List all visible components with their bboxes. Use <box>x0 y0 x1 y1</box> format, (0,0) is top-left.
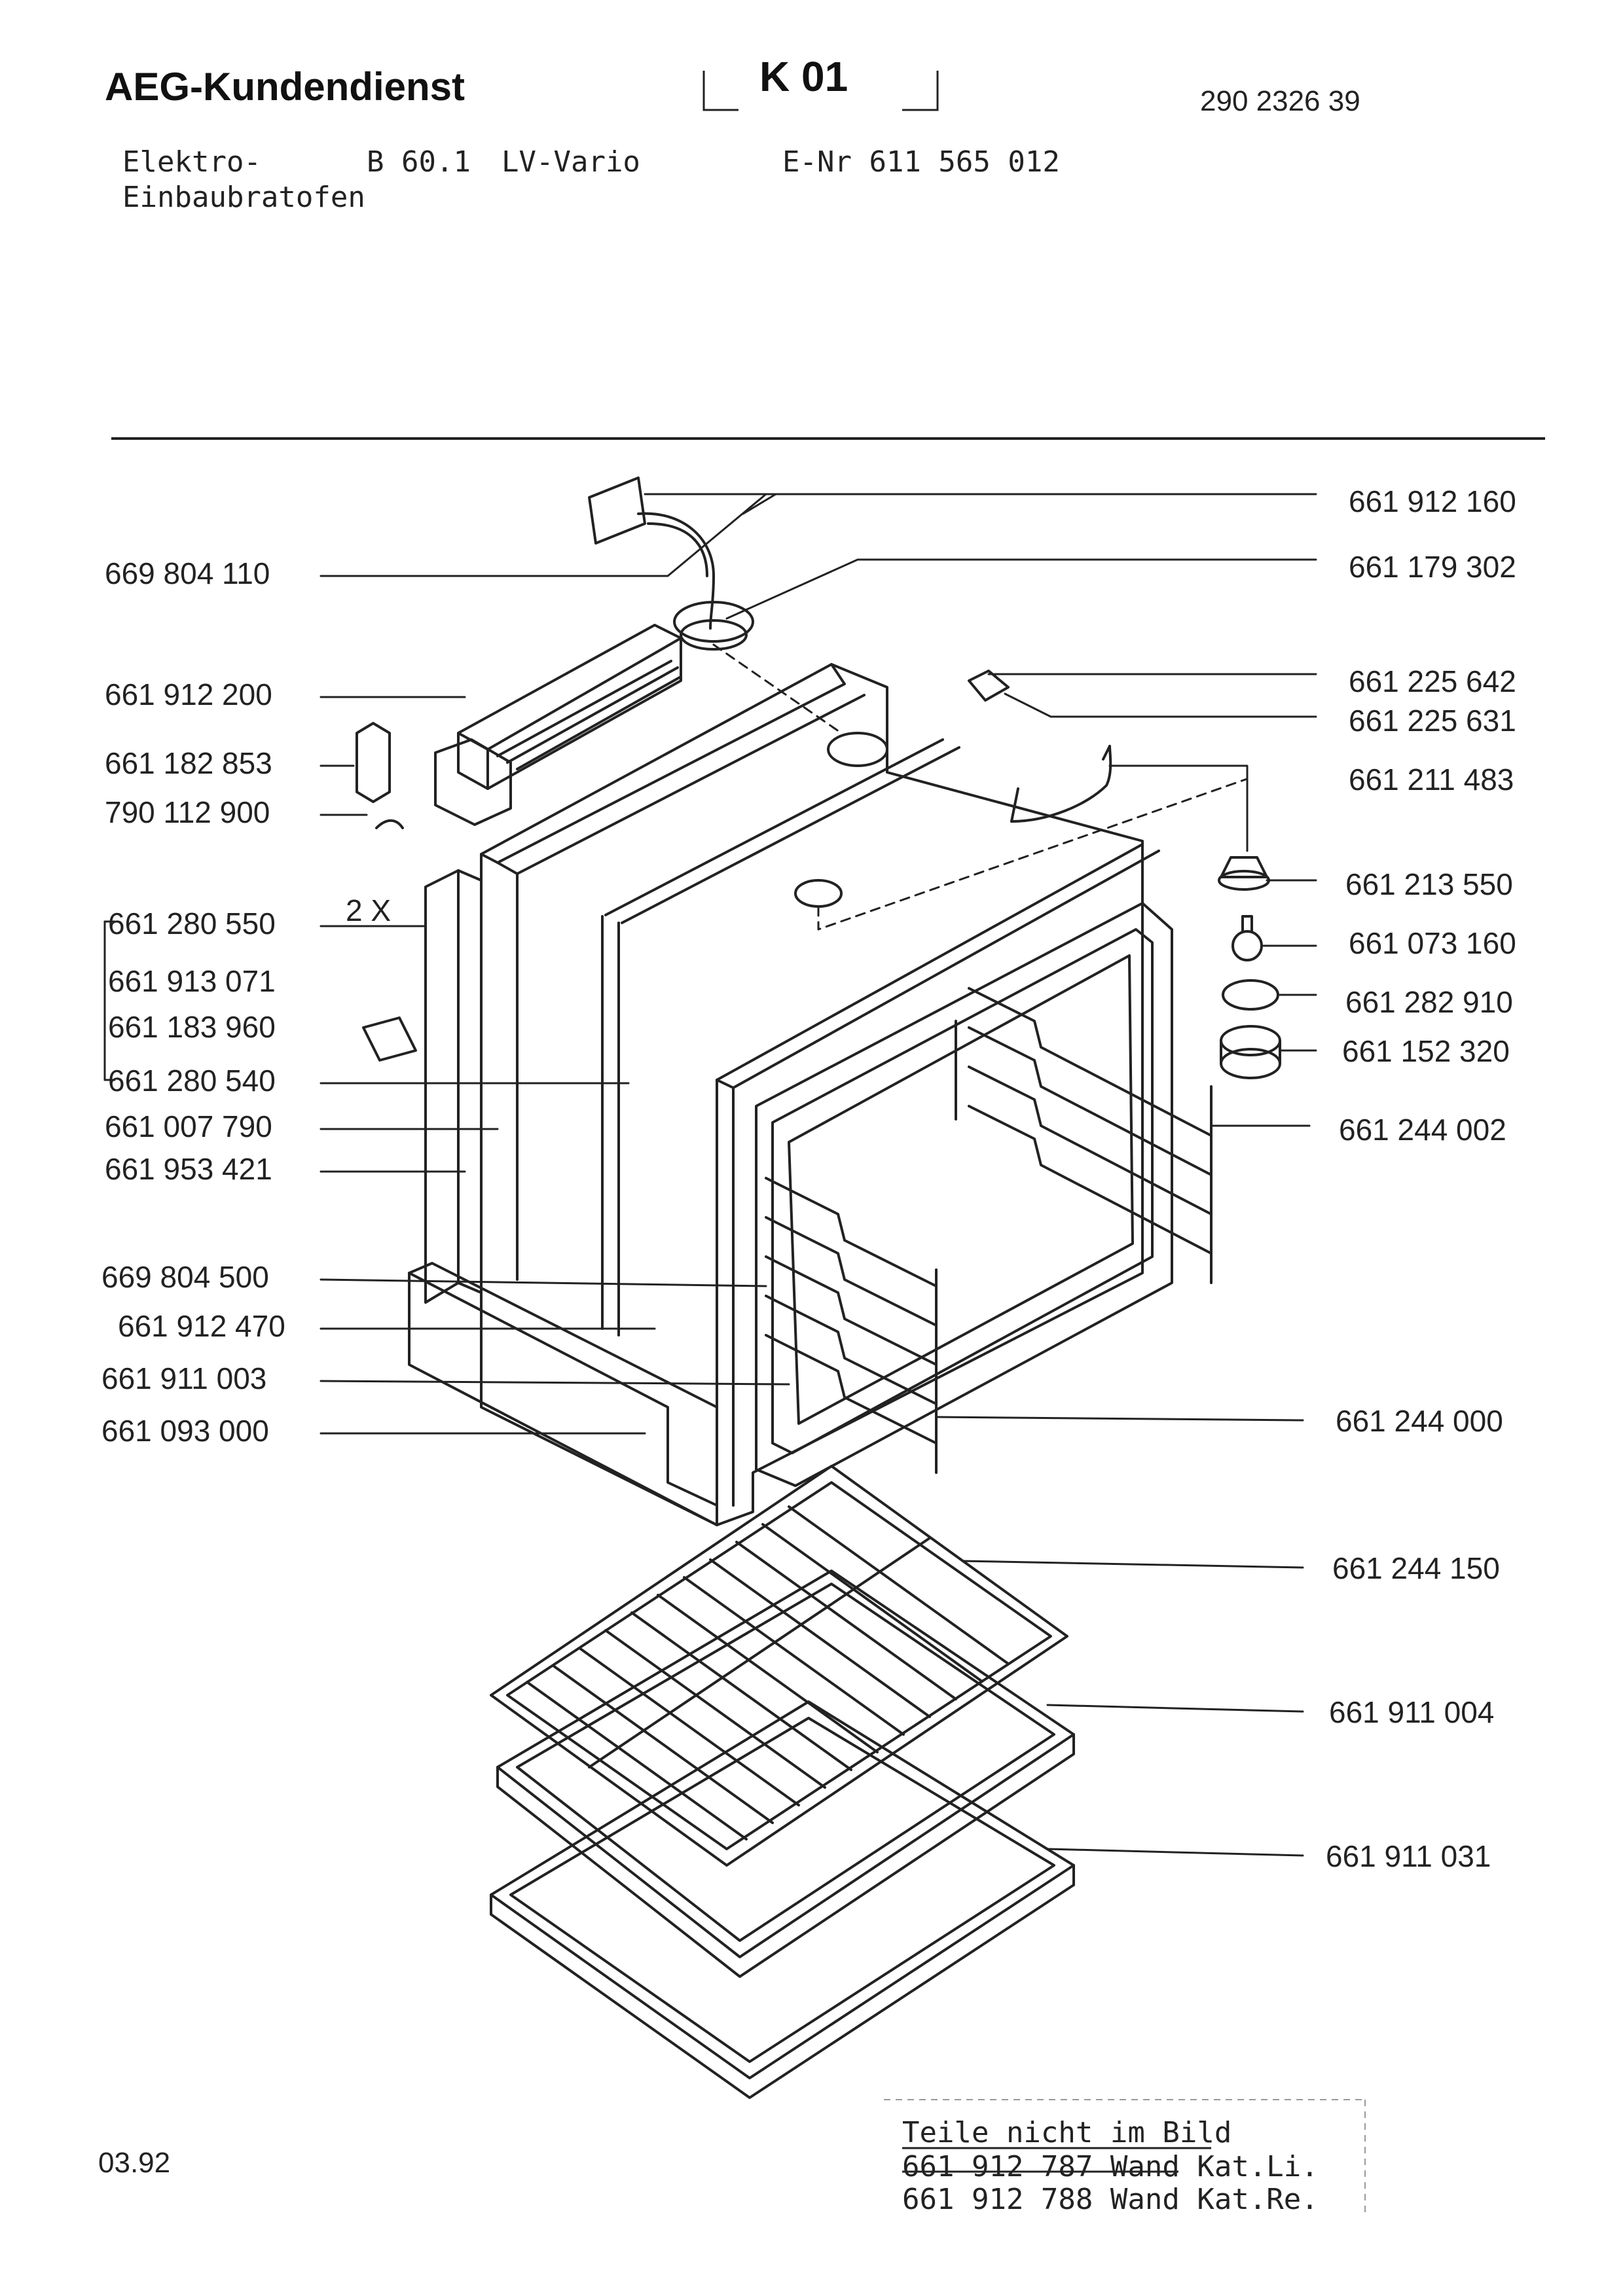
footnote-line: 661 912 788 Wand Kat.Re. <box>902 2183 1319 2216</box>
part-number: 661 073 160 <box>1349 926 1516 960</box>
screw <box>375 819 404 829</box>
thermostat-sensor <box>588 476 754 651</box>
product-variant: LV-Vario <box>501 145 640 179</box>
part-number: 661 911 003 <box>101 1361 266 1395</box>
switch-block <box>356 722 391 803</box>
part-number: 661 912 200 <box>105 677 272 711</box>
part-number: 661 183 960 <box>108 1010 276 1044</box>
part-number: 661 280 540 <box>108 1064 276 1098</box>
wire-shelf <box>490 1465 1068 1867</box>
part-number: 661 282 910 <box>1345 985 1513 1019</box>
baking-pan <box>490 1700 1075 2099</box>
part-number: 661 911 031 <box>1326 1839 1491 1873</box>
brand-title: AEG-Kundendienst <box>105 65 465 109</box>
fan-heater-assembly <box>434 624 682 826</box>
wire-harness <box>1010 745 1112 823</box>
part-number: 669 804 110 <box>105 556 270 590</box>
part-number: 661 152 320 <box>1342 1034 1510 1068</box>
part-number: 661 244 000 <box>1336 1404 1503 1438</box>
quantity-note: 2 X <box>346 893 391 927</box>
part-number: 661 244 150 <box>1332 1551 1500 1585</box>
mount-bracket <box>362 1016 417 1062</box>
part-number: 669 804 500 <box>101 1260 269 1294</box>
oven-front-frame <box>755 902 1173 1487</box>
part-number: 661 244 002 <box>1339 1113 1506 1147</box>
footnote-line: 661 912 787 Wand Kat.Li. <box>902 2150 1319 2183</box>
oven-housing <box>480 663 1160 1526</box>
part-number: 661 182 853 <box>105 746 272 780</box>
baking-tray <box>496 1570 1075 1978</box>
oven-lamp-parts <box>1218 856 1281 1079</box>
product-line-1: Elektro- <box>122 145 261 179</box>
part-number: 790 112 900 <box>105 795 270 829</box>
dashed-guide-top <box>712 643 843 734</box>
part-number: 661 225 631 <box>1349 704 1516 738</box>
part-number: 661 913 071 <box>108 964 276 998</box>
footnote-title: Teile nicht im Bild <box>902 2116 1232 2149</box>
part-number: 661 179 302 <box>1349 550 1516 584</box>
part-number: 661 211 483 <box>1349 762 1514 797</box>
leader-lines-left <box>319 493 790 1435</box>
clip-bracket <box>968 670 1010 702</box>
part-number: 661 912 470 <box>118 1309 285 1343</box>
part-number: 661 953 421 <box>105 1152 272 1186</box>
side-panels <box>408 869 718 1526</box>
part-number: 661 225 642 <box>1349 664 1516 698</box>
part-number: 661 213 550 <box>1345 867 1513 901</box>
part-number: 661 007 790 <box>105 1109 272 1143</box>
product-model: B 60.1 <box>367 145 471 179</box>
part-number: 661 911 004 <box>1329 1695 1494 1729</box>
document-number: 290 2326 39 <box>1200 85 1360 117</box>
left-shelf-support <box>765 1177 938 1474</box>
rear-hole <box>794 879 843 908</box>
leader-lines-right <box>644 493 1317 1857</box>
top-hole <box>827 732 888 767</box>
part-number: 661 280 550 <box>108 906 276 941</box>
part-number: 661 912 160 <box>1349 484 1516 518</box>
product-enr: E-Nr 611 565 012 <box>782 145 1060 179</box>
header-divider <box>111 437 1545 440</box>
right-shelf-support <box>955 987 1213 1284</box>
part-number: 661 093 000 <box>101 1414 269 1448</box>
section-code: K 01 <box>759 53 848 100</box>
dashed-guide-lamp <box>817 778 1249 931</box>
product-line-2: Einbaubratofen <box>122 181 365 214</box>
revision-date: 03.92 <box>98 2147 171 2179</box>
